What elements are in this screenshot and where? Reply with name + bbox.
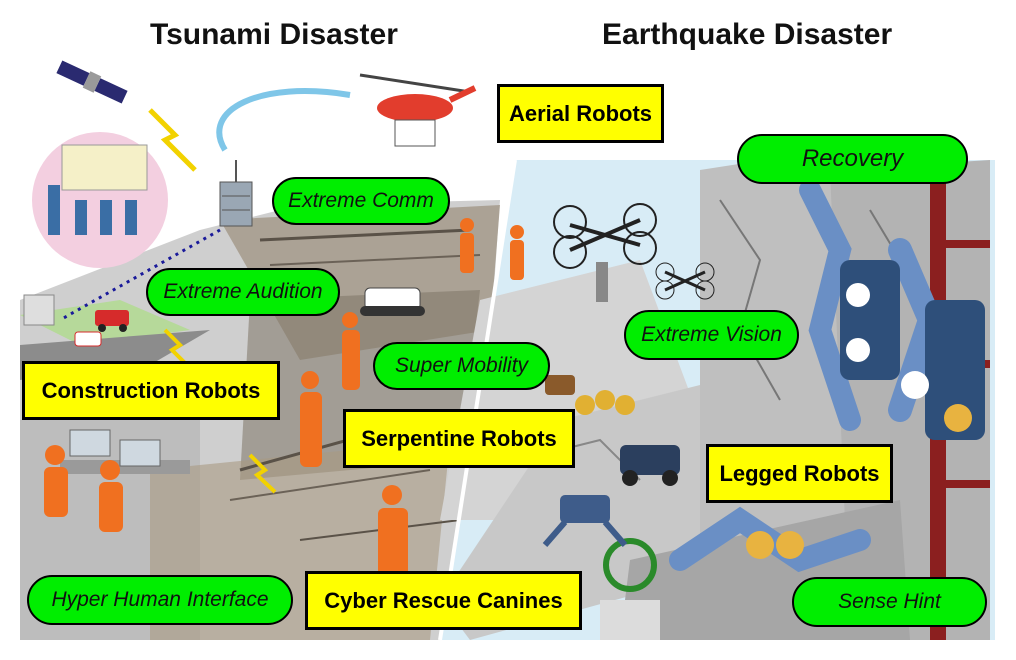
rescue-worker bbox=[342, 312, 360, 390]
command-center-bubble bbox=[32, 132, 168, 268]
control-tower-icon bbox=[219, 160, 253, 227]
super-mobility-pill: Super Mobility bbox=[373, 342, 550, 390]
signal-bolt-icon bbox=[248, 453, 277, 494]
signal-bolt-icon bbox=[148, 108, 197, 172]
recovery-pill: Recovery bbox=[737, 134, 968, 184]
rescue-worker bbox=[378, 485, 408, 588]
comm-link-line bbox=[59, 228, 221, 322]
comm-arc bbox=[216, 88, 351, 152]
helicopter-icon bbox=[359, 73, 477, 147]
legged-robots-box: Legged Robots bbox=[706, 444, 893, 503]
scene-divider bbox=[438, 159, 517, 641]
drone-icon bbox=[553, 203, 657, 302]
serpentine-robots-box: Serpentine Robots bbox=[343, 409, 575, 468]
rescue-worker bbox=[460, 218, 474, 273]
hospital-building bbox=[23, 294, 55, 326]
hyper-human-interface-pill: Hyper Human Interface bbox=[27, 575, 293, 625]
operator-desk bbox=[44, 429, 190, 532]
earthquake-scene bbox=[440, 150, 995, 640]
extreme-vision-pill: Extreme Vision bbox=[624, 310, 799, 360]
signal-bolt-icon bbox=[163, 328, 192, 370]
construction-robots-box: Construction Robots bbox=[22, 361, 280, 420]
rescue-worker bbox=[300, 371, 322, 467]
tracked-robot bbox=[360, 287, 425, 316]
satellite-icon bbox=[56, 60, 128, 104]
cyber-rescue-canines-box: Cyber Rescue Canines bbox=[305, 571, 582, 630]
sense-hint-pill: Sense Hint bbox=[792, 577, 987, 627]
earthquake-title: Earthquake Disaster bbox=[602, 18, 893, 51]
fire-truck-icon bbox=[95, 310, 129, 332]
tsunami-title: Tsunami Disaster bbox=[150, 18, 398, 51]
extreme-comm-pill: Extreme Comm bbox=[272, 177, 450, 225]
drone-icon bbox=[655, 262, 715, 300]
rescue-worker bbox=[510, 225, 524, 280]
ambulance-icon bbox=[74, 331, 102, 347]
aerial-robots-box: Aerial Robots bbox=[497, 84, 664, 143]
extreme-audition-pill: Extreme Audition bbox=[146, 268, 340, 316]
